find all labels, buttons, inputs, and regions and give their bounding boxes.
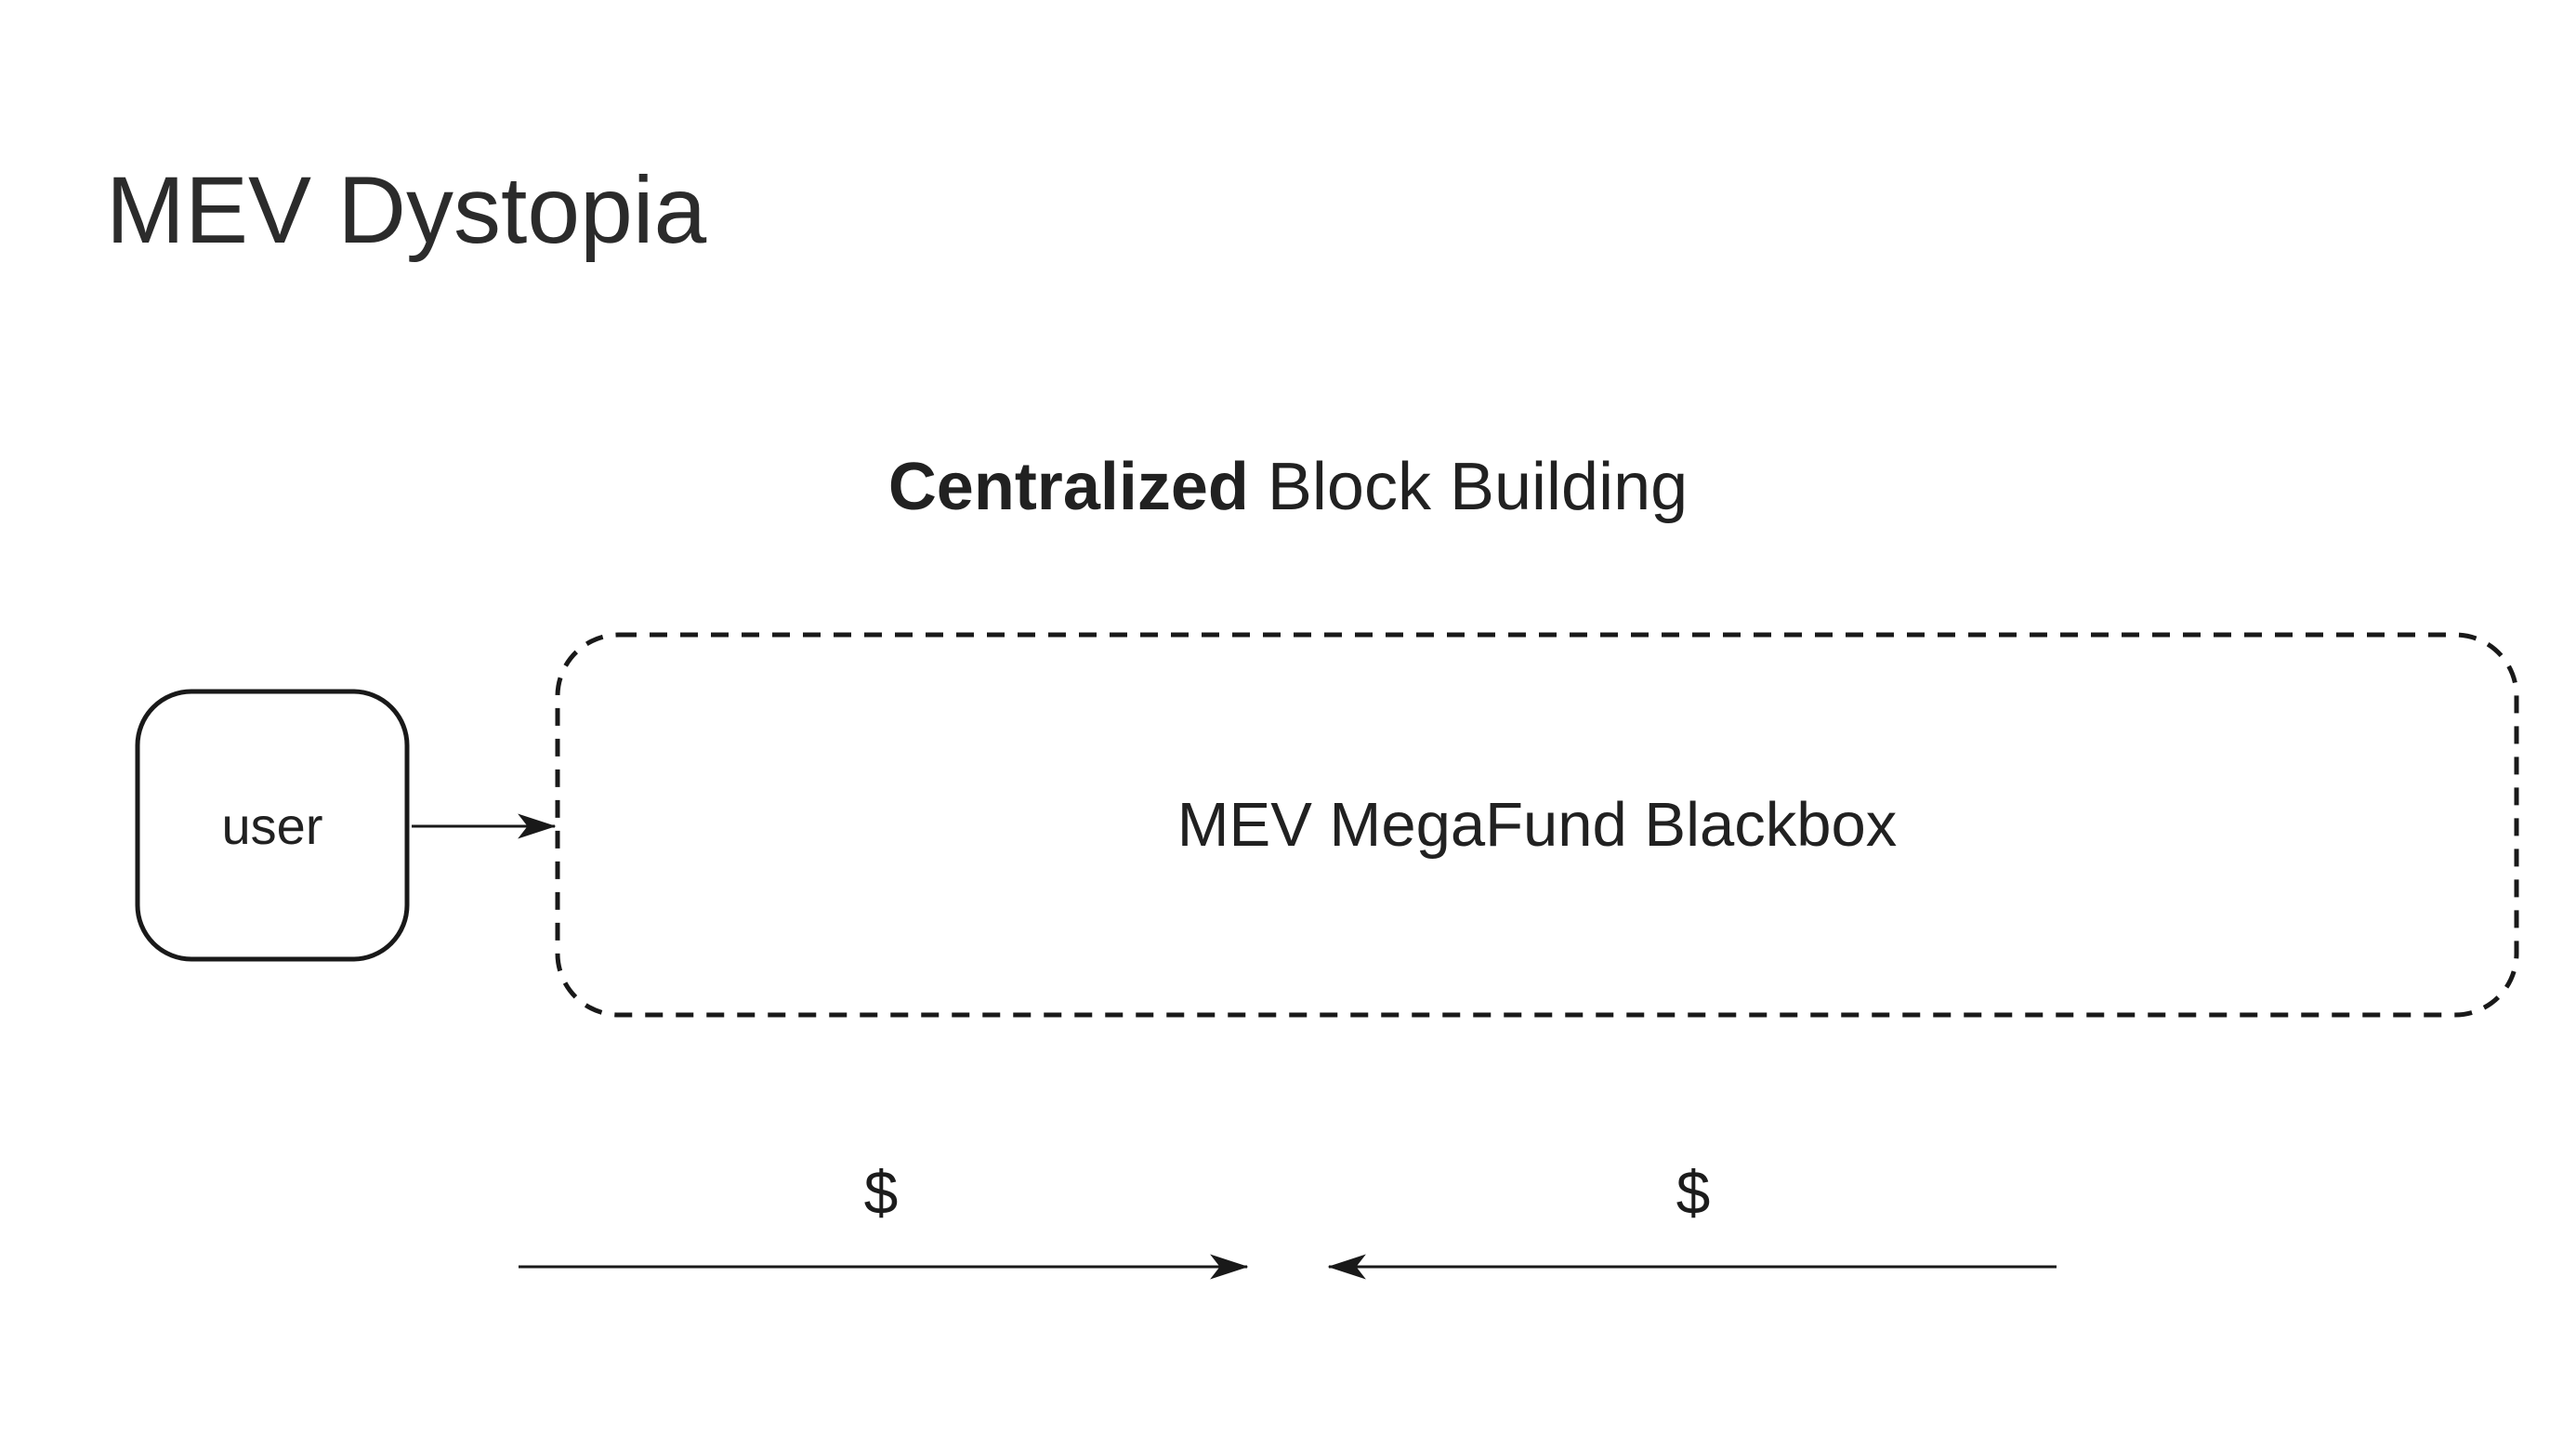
diagram-heading: Centralized Block Building bbox=[0, 444, 2576, 532]
user-node-label: user bbox=[221, 796, 323, 855]
heading-bold-text: Centralized bbox=[887, 450, 1249, 524]
blackbox-dashed-box bbox=[555, 632, 2519, 1018]
money-out-label: $ bbox=[1676, 1158, 1711, 1227]
heading-regular-text: Block Building bbox=[1248, 450, 1689, 524]
blackbox-node-label: MEV MegaFund Blackbox bbox=[1176, 790, 1898, 860]
money-in-label: $ bbox=[863, 1158, 899, 1227]
page-title: MEV Dystopia bbox=[106, 157, 707, 263]
user-node-box bbox=[135, 689, 410, 962]
